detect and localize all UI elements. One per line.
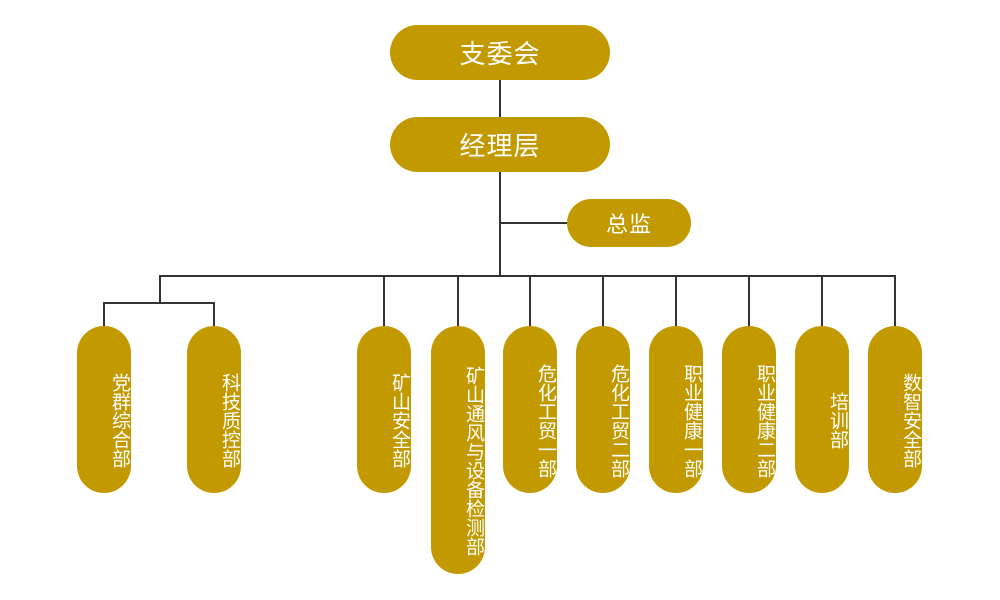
node-director-label: 总监	[605, 213, 652, 238]
dept-label: 危化工贸二部	[608, 363, 630, 478]
node-committee-label: 支委会	[459, 40, 541, 70]
dept-label: 培训部	[827, 392, 849, 449]
connector-drop-dept-5	[602, 275, 604, 327]
node-dept-digital-safety[interactable]: 数智安全部	[868, 326, 922, 493]
connector-drop-dept-8	[821, 275, 823, 327]
dept-label: 矿山安全部	[389, 373, 411, 468]
dept-label: 数智安全部	[900, 373, 922, 468]
node-dept-hazchem-1[interactable]: 危化工贸一部	[503, 326, 557, 493]
dept-label: 职业健康一部	[681, 363, 703, 478]
connector-drop-dept-3	[457, 275, 459, 327]
node-dept-tech-quality[interactable]: 科技质控部	[187, 326, 241, 493]
connector-main-bus	[159, 275, 896, 277]
connector-drop-dept-7	[748, 275, 750, 327]
node-dept-mine-ventilation[interactable]: 矿山通风与设备检测部	[431, 326, 485, 574]
dept-label: 职业健康二部	[754, 363, 776, 478]
dept-label: 矿山通风与设备检测部	[463, 366, 485, 556]
connector-director-branch	[499, 222, 569, 224]
node-dept-occupational-health-1[interactable]: 职业健康一部	[649, 326, 703, 493]
connector-drop-dept-6	[675, 275, 677, 327]
node-management[interactable]: 经理层	[390, 117, 610, 172]
node-dept-training[interactable]: 培训部	[795, 326, 849, 493]
connector-management-trunk	[499, 171, 501, 277]
dept-label: 危化工贸一部	[535, 363, 557, 478]
node-director[interactable]: 总监	[567, 199, 691, 247]
node-dept-hazchem-2[interactable]: 危化工贸二部	[576, 326, 630, 493]
node-dept-mine-safety[interactable]: 矿山安全部	[357, 326, 411, 493]
connector-drop-dept-9	[894, 275, 896, 327]
dept-label: 党群综合部	[109, 373, 131, 468]
connector-drop-dept-2	[383, 275, 385, 327]
connector-sub-bus	[103, 302, 215, 304]
node-dept-party-general[interactable]: 党群综合部	[77, 326, 131, 493]
connector-drop-dept-4	[529, 275, 531, 327]
connector-committee-management	[499, 79, 501, 117]
node-committee[interactable]: 支委会	[390, 25, 610, 80]
connector-sub-stem	[159, 275, 161, 304]
node-management-label: 经理层	[459, 132, 541, 162]
connector-drop-dept-0	[103, 302, 105, 327]
node-dept-occupational-health-2[interactable]: 职业健康二部	[722, 326, 776, 493]
connector-drop-dept-1	[213, 302, 215, 327]
dept-label: 科技质控部	[219, 373, 241, 468]
